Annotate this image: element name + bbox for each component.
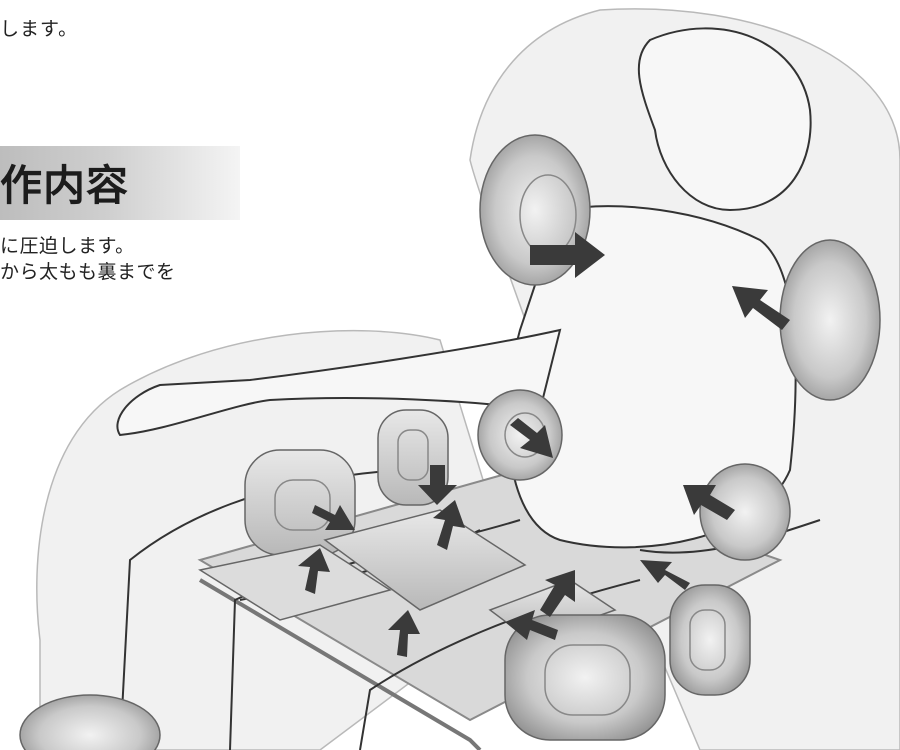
leg-airbag-side [670,585,750,695]
intro-text: します。 [0,14,78,41]
shoulder-airbag-right [780,240,880,400]
waist-airbag-left [478,390,562,480]
description: に圧迫します。 から太もも裏までを [0,233,176,285]
section-heading: 作内容 [0,152,129,213]
leg-airbag-front [505,615,665,740]
description-line-1: に圧迫します。 [0,233,176,259]
description-line-2: から太もも裏までを [0,259,176,285]
